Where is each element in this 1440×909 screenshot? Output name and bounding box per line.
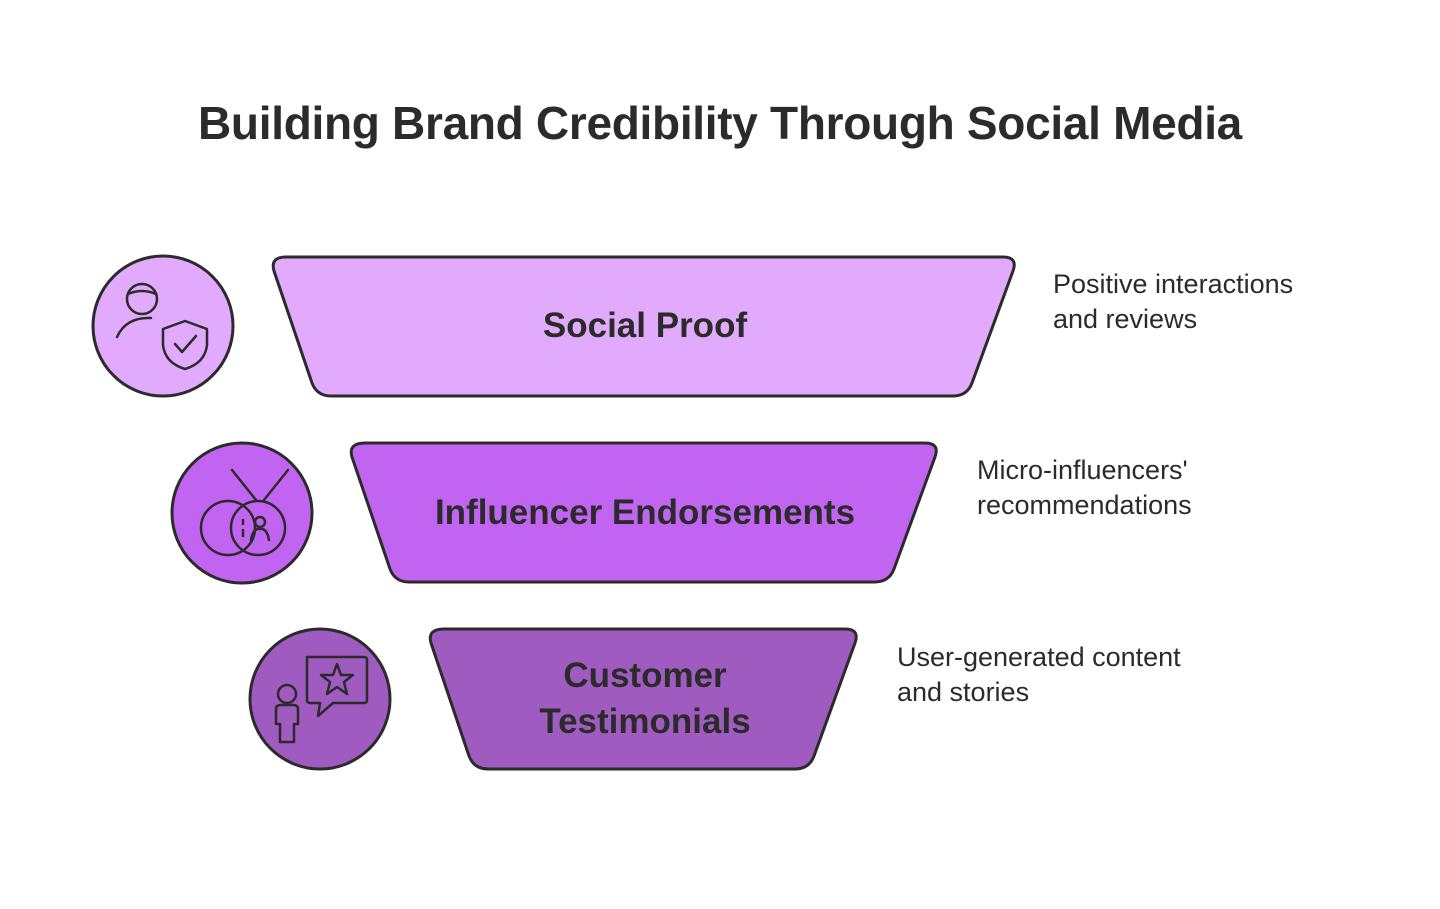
user-shield-icon <box>115 282 209 371</box>
level-label-influencer-endorsements: Influencer Endorsements <box>434 493 856 532</box>
icon-circle-influencer <box>170 441 314 585</box>
funnel-level-social-proof <box>271 255 1016 398</box>
level-label-customer-testimonials: Customer Testimonials <box>539 656 751 741</box>
description-customer-testimonials: User-generated content and stories <box>897 640 1181 710</box>
description-line: and stories <box>897 677 1030 707</box>
description-influencer-endorsements: Micro-influencers' recommendations <box>977 453 1192 523</box>
level-label-social-proof: Social Proof <box>542 306 748 345</box>
description-social-proof: Positive interactions and reviews <box>1053 267 1293 337</box>
person-star-speech-icon <box>274 655 369 744</box>
funnel-level-influencer-endorsements <box>349 441 938 584</box>
diagram-title: Building Brand Credibility Through Socia… <box>198 97 1242 149</box>
description-line: Positive interactions <box>1053 269 1294 299</box>
description-line: User-generated content <box>897 642 1181 672</box>
funnel-level-customer-testimonials <box>428 627 858 771</box>
description-line: recommendations <box>977 490 1192 520</box>
icon-circle-social-proof <box>91 254 235 398</box>
description-line: Micro-influencers' <box>977 455 1188 485</box>
icon-circle-testimonials <box>248 627 392 771</box>
description-line: and reviews <box>1053 304 1198 334</box>
medal-user-icon <box>199 468 290 557</box>
